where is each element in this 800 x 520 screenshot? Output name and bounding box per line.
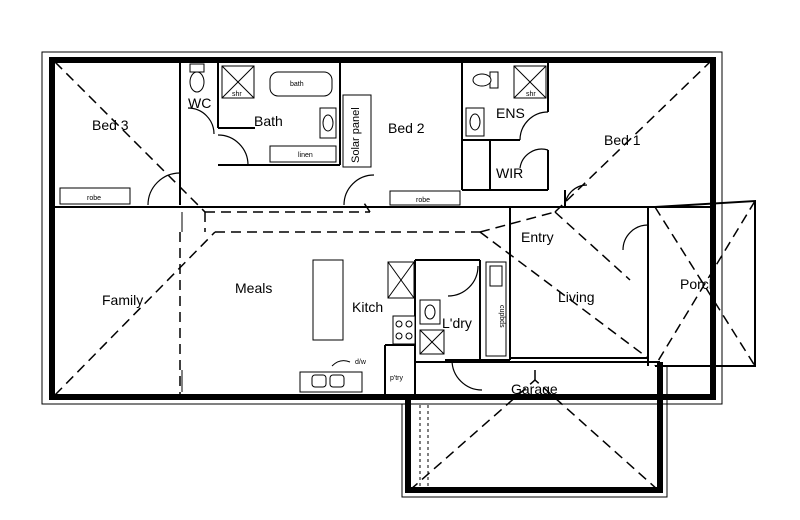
robe-bed2 [389, 190, 461, 206]
door-bed2 [343, 174, 375, 206]
toilet-icon [189, 71, 205, 93]
room-labels: Bed 3 WC Bath Bed 2 ENS Bed 1 WIR Family… [92, 95, 717, 397]
cooktop [392, 315, 416, 345]
room-family: Family [102, 292, 143, 308]
pantry-label: p'try [390, 375, 404, 382]
bathtub [269, 71, 333, 97]
robe-bed2-label: robe [416, 197, 430, 204]
linen-label: linen [298, 152, 313, 159]
linen-cupboard [269, 145, 337, 163]
door-garage [451, 359, 483, 391]
dishwasher-arrow-icon [331, 360, 351, 367]
room-ens: ENS [496, 105, 525, 121]
kitchen-island [312, 259, 344, 341]
fixtures: robe robe shr bath linen Solar panel shr [59, 63, 547, 488]
room-kitch: Kitch [352, 299, 383, 315]
room-ldry: L'dry [442, 315, 472, 331]
ens-basin-icon [469, 113, 481, 131]
door-laundry [447, 265, 479, 297]
room-wir: WIR [496, 165, 523, 181]
ens-toilet-icon [472, 73, 492, 87]
doors [147, 107, 649, 391]
roof-lines [54, 61, 756, 491]
room-bed3: Bed 3 [92, 117, 129, 133]
door-wir [519, 148, 549, 169]
room-bed1: Bed 1 [604, 132, 641, 148]
room-living: Living [558, 289, 595, 305]
robe-bed3 [59, 187, 131, 205]
room-entry: Entry [521, 229, 554, 245]
cupbds-label: cupbds [498, 305, 505, 328]
door-bed3 [147, 172, 181, 206]
door-wc [187, 107, 215, 135]
room-garage: Garage [511, 381, 558, 397]
shower-ens-label: shr [526, 91, 536, 98]
interior-walls [55, 62, 710, 395]
door-bed1 [564, 184, 588, 208]
room-porch: Porch [680, 276, 717, 292]
solar-panel-label: Solar panel [350, 107, 362, 163]
solar-panel [342, 94, 372, 168]
door-entry [622, 224, 649, 251]
bathtub-label: bath [290, 81, 304, 88]
door-ens [519, 111, 549, 141]
robe-bed3-label: robe [87, 195, 101, 202]
wc-cistern [189, 63, 205, 73]
basin-icon [322, 114, 334, 132]
room-bath: Bath [254, 113, 283, 129]
room-bed2: Bed 2 [388, 120, 425, 136]
room-meals: Meals [235, 280, 272, 296]
shower-main-label: shr [232, 91, 242, 98]
door-bath [217, 134, 249, 166]
room-wc: WC [188, 95, 211, 111]
dishwasher-label: d/w [355, 359, 367, 366]
